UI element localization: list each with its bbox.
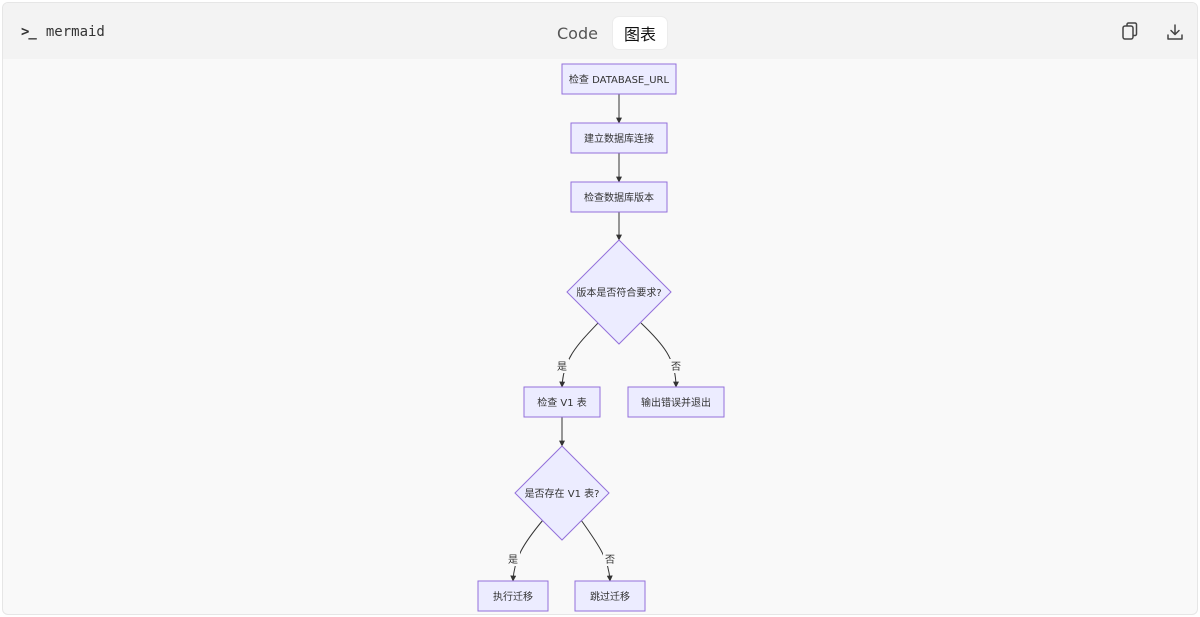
- node-label: 是否存在 V1 表?: [525, 487, 600, 500]
- copy-icon: [1122, 22, 1138, 40]
- node-label: 执行迁移: [493, 590, 533, 603]
- edge-line: [580, 519, 613, 582]
- flow-node-n2[interactable]: 建立数据库连接: [570, 122, 668, 154]
- edge-line: [640, 322, 679, 388]
- edge-label: 是: [508, 554, 518, 566]
- decision-shape: [514, 445, 610, 541]
- edge-label: 否: [671, 361, 681, 373]
- decision-shape: [566, 239, 672, 345]
- view-tabs: Code 图表: [546, 17, 667, 49]
- flow-edge-n7-n8: 是: [506, 519, 544, 582]
- node-label: 输出错误并退出: [641, 396, 711, 409]
- download-button[interactable]: [1164, 21, 1186, 43]
- edge-label-bg: [555, 359, 569, 373]
- process-shape: [627, 386, 725, 418]
- flow-edge-n7-n9: 否: [580, 519, 617, 582]
- flow-node-n6[interactable]: 输出错误并退出: [627, 386, 725, 418]
- flow-edge-n4-n6: 否: [640, 322, 683, 388]
- node-label: 版本是否符合要求?: [576, 286, 661, 299]
- node-label: 检查数据库版本: [584, 191, 654, 204]
- edge-line: [510, 519, 544, 582]
- edge-label: 否: [605, 554, 615, 566]
- flow-node-n7[interactable]: 是否存在 V1 表?: [514, 445, 610, 541]
- node-label: 跳过迁移: [590, 590, 630, 603]
- edges-layer: 是否是否: [506, 94, 683, 582]
- flow-node-n5[interactable]: 检查 V1 表: [523, 386, 601, 418]
- terminal-icon: >_: [21, 24, 37, 40]
- process-shape: [477, 580, 549, 612]
- download-icon: [1167, 24, 1183, 40]
- panel-header: >_ mermaid Code 图表: [3, 3, 1197, 59]
- flow-node-n1[interactable]: 检查 DATABASE_URL: [561, 63, 677, 95]
- tab-code[interactable]: Code: [557, 23, 598, 43]
- node-label: 检查 DATABASE_URL: [569, 73, 670, 86]
- edge-label-bg: [506, 552, 520, 566]
- flow-node-n9[interactable]: 跳过迁移: [574, 580, 646, 612]
- language-name: mermaid: [45, 24, 105, 40]
- edge-label-bg: [669, 359, 683, 373]
- edge-line: [559, 322, 599, 388]
- process-shape: [523, 386, 601, 418]
- flow-node-n3[interactable]: 检查数据库版本: [570, 181, 668, 213]
- edge-label: 是: [557, 361, 567, 373]
- copy-button[interactable]: [1119, 21, 1141, 43]
- flow-node-n4[interactable]: 版本是否符合要求?: [566, 239, 672, 345]
- flowchart: 是否是否 检查 DATABASE_URL建立数据库连接检查数据库版本版本是否符合…: [477, 63, 725, 612]
- node-label: 建立数据库连接: [584, 132, 654, 145]
- flow-edge-n4-n5: 是: [555, 322, 599, 388]
- edge-label-bg: [603, 552, 617, 566]
- node-label: 检查 V1 表: [537, 396, 587, 409]
- flow-node-n8[interactable]: 执行迁移: [477, 580, 549, 612]
- process-shape: [561, 63, 677, 95]
- process-shape: [570, 122, 668, 154]
- process-shape: [574, 580, 646, 612]
- process-shape: [570, 181, 668, 213]
- language-label: >_ mermaid: [21, 21, 105, 43]
- tab-diagram[interactable]: 图表: [612, 17, 667, 49]
